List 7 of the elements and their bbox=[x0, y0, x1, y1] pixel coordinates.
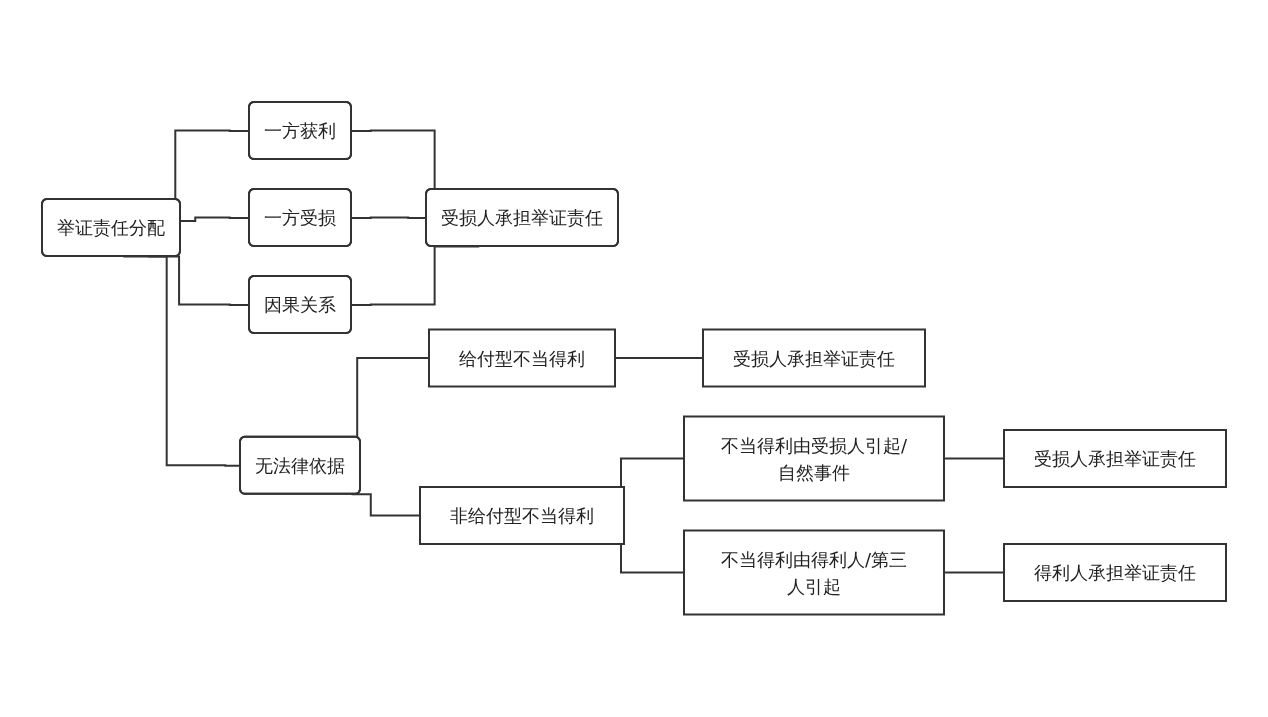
node-box: 受损人承担举证责任 bbox=[1003, 429, 1227, 489]
node-box: 非给付型不当得利 bbox=[419, 486, 625, 546]
node-box: 受损人承担举证责任 bbox=[702, 328, 926, 388]
node-box: 得利人承担举证责任 bbox=[1003, 543, 1227, 603]
node-box: 不当得利由受损人引起/自然事件 bbox=[683, 415, 945, 502]
node-box: 不当得利由得利人/第三人引起 bbox=[683, 529, 945, 616]
node-box: 给付型不当得利 bbox=[428, 328, 616, 388]
